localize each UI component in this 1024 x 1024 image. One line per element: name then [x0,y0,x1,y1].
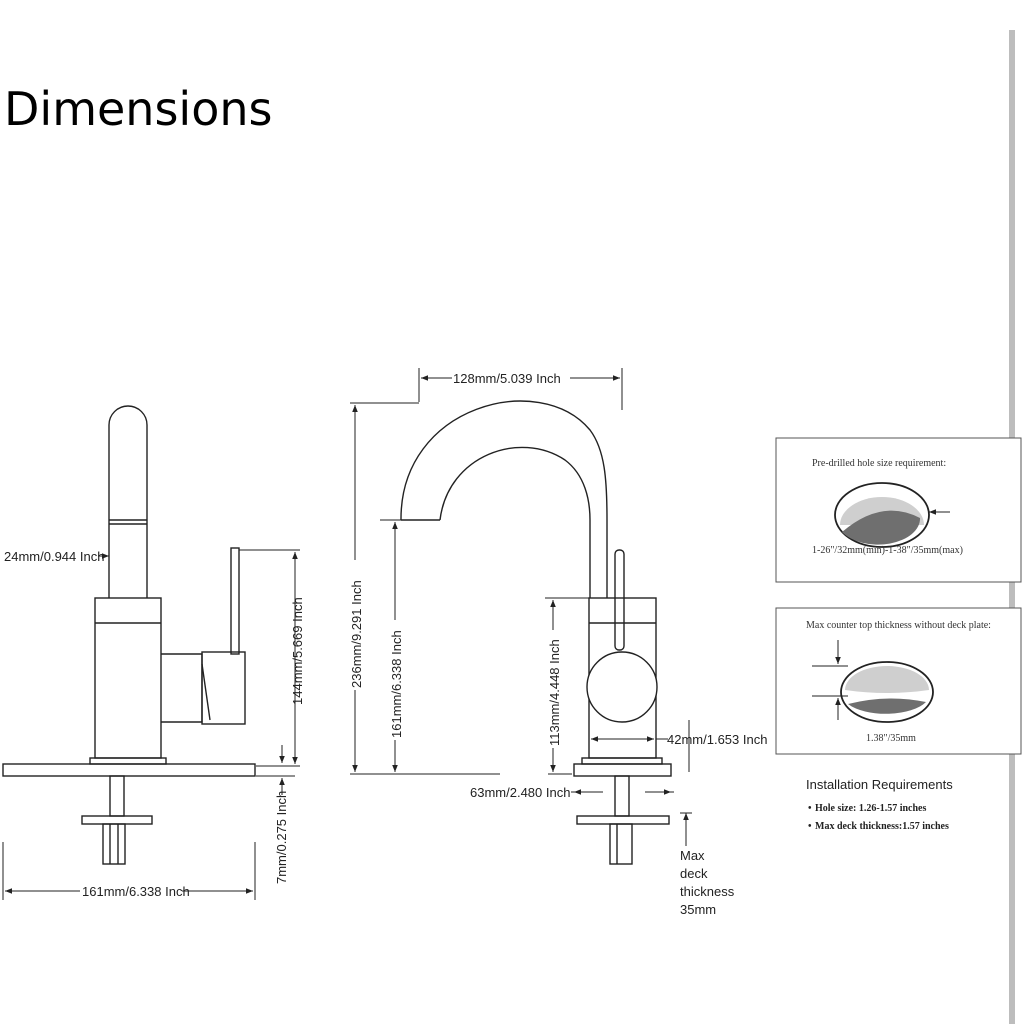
label-handle-height: 144mm/5.669 Inch [290,597,305,705]
side-spout [108,405,148,598]
front-handle-disc [586,651,658,723]
installation-item-hole-size: Hole size: 1.26-1.57 inches [815,803,926,814]
label-max-deck-3: thickness [680,884,735,899]
front-view-faucet [400,400,672,865]
label-max-deck-2: deck [680,866,708,881]
side-deck-plate [2,763,256,777]
label-plate-width: 161mm/6.338 Inch [82,884,190,899]
side-hose [102,823,126,865]
label-handle-width: 24mm/0.944 Inch [4,549,104,564]
label-total-height: 236mm/9.291 Inch [349,580,364,688]
installation-requirements: Installation Requirements • Hole size: 1… [806,777,953,832]
hole-size-box: Pre-drilled hole size requirement: 1-26"… [775,437,1022,583]
label-reach: 128mm/5.039 Inch [453,371,561,386]
front-base [573,763,672,777]
label-spout-height: 161mm/6.338 Inch [389,630,404,738]
svg-text:•: • [808,821,812,832]
label-body-height: 113mm/4.448 Inch [547,639,562,746]
installation-item-deck-thickness: Max deck thickness:1.57 inches [815,821,949,832]
front-lever [614,549,625,651]
counter-box-title: Max counter top thickness without deck p… [806,620,991,631]
counter-thickness-box: Max counter top thickness without deck p… [775,607,1022,755]
hole-shading [842,510,921,545]
svg-text:•: • [808,803,812,814]
label-max-deck-4: 35mm [680,902,716,917]
counter-shading [848,698,926,714]
side-view-faucet [2,405,256,865]
side-lever [230,547,240,655]
front-gooseneck-inner [439,446,591,598]
front-hose [609,823,633,865]
counter-box-caption: 1.38"/35mm [866,733,916,744]
front-gooseneck-outer [400,400,608,598]
side-shank [109,775,125,817]
page-title: Dimensions [4,82,273,136]
label-max-deck-1: Max [680,848,705,863]
side-handle-block [161,653,203,723]
front-nut [576,815,670,825]
label-base-diameter: 63mm/2.480 Inch [470,785,570,800]
side-base [89,757,167,765]
label-deck-gap: 7mm/0.275 Inch [274,791,289,884]
label-body-diameter: 42mm/1.653 Inch [667,732,767,747]
hole-box-title: Pre-drilled hole size requirement: [812,458,946,469]
side-body [94,597,162,759]
side-handle-knob [201,651,246,725]
hole-box-caption: 1-26"/32mm(min)-1-38"/35mm(max) [812,545,963,556]
installation-title: Installation Requirements [806,777,953,792]
front-shank [614,775,630,817]
side-nut [81,815,153,825]
